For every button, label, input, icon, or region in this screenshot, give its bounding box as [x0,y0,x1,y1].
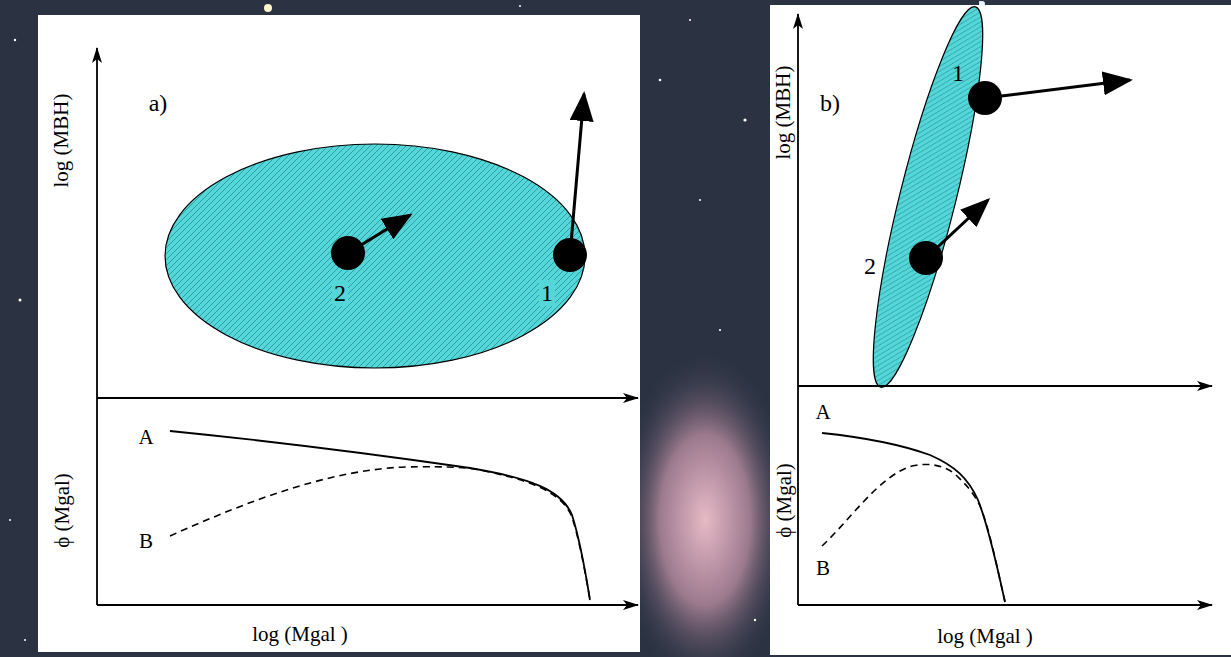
callout-number: 1 [539,280,555,306]
galaxy [615,350,795,657]
axis [798,385,1212,387]
axis [97,397,638,399]
scatter-region [853,0,1002,394]
mass-function-curve [170,431,590,600]
scatter-region [165,144,585,368]
axis [798,604,1212,606]
galaxy-dot [331,236,365,270]
mass-function-curve [170,467,590,600]
panel [38,15,640,652]
axis-label: log (Mgal ) [250,623,350,646]
axis [96,48,98,605]
panel-letter: b) [818,90,842,116]
galaxy-dot [553,238,587,272]
callout-number: 1 [950,60,966,86]
curve-label: B [137,530,155,553]
curve-label: B [814,557,832,580]
panel-letter: a) [147,90,170,116]
curve-label: A [813,401,832,424]
panel [770,5,1231,655]
axis-label: ϕ (Mgal) [51,471,74,550]
axis-label: log (MBH) [772,63,795,161]
callout-number: 2 [862,253,878,279]
galaxy-dot [909,241,943,275]
growth-arrow [570,94,584,255]
bright-star [264,4,272,12]
curve-label: A [136,426,155,449]
axis [97,604,638,606]
callout-number: 2 [332,280,348,306]
axis-label: log (MBH) [50,91,73,189]
mass-function-curve [822,464,1005,602]
axis-label: log (Mgal ) [935,625,1035,648]
growth-arrow [985,80,1130,98]
galaxy-dot [968,81,1002,115]
mass-function-curve [822,433,1005,602]
axis [797,14,799,605]
axis-label: ϕ (Mgal) [773,461,796,540]
